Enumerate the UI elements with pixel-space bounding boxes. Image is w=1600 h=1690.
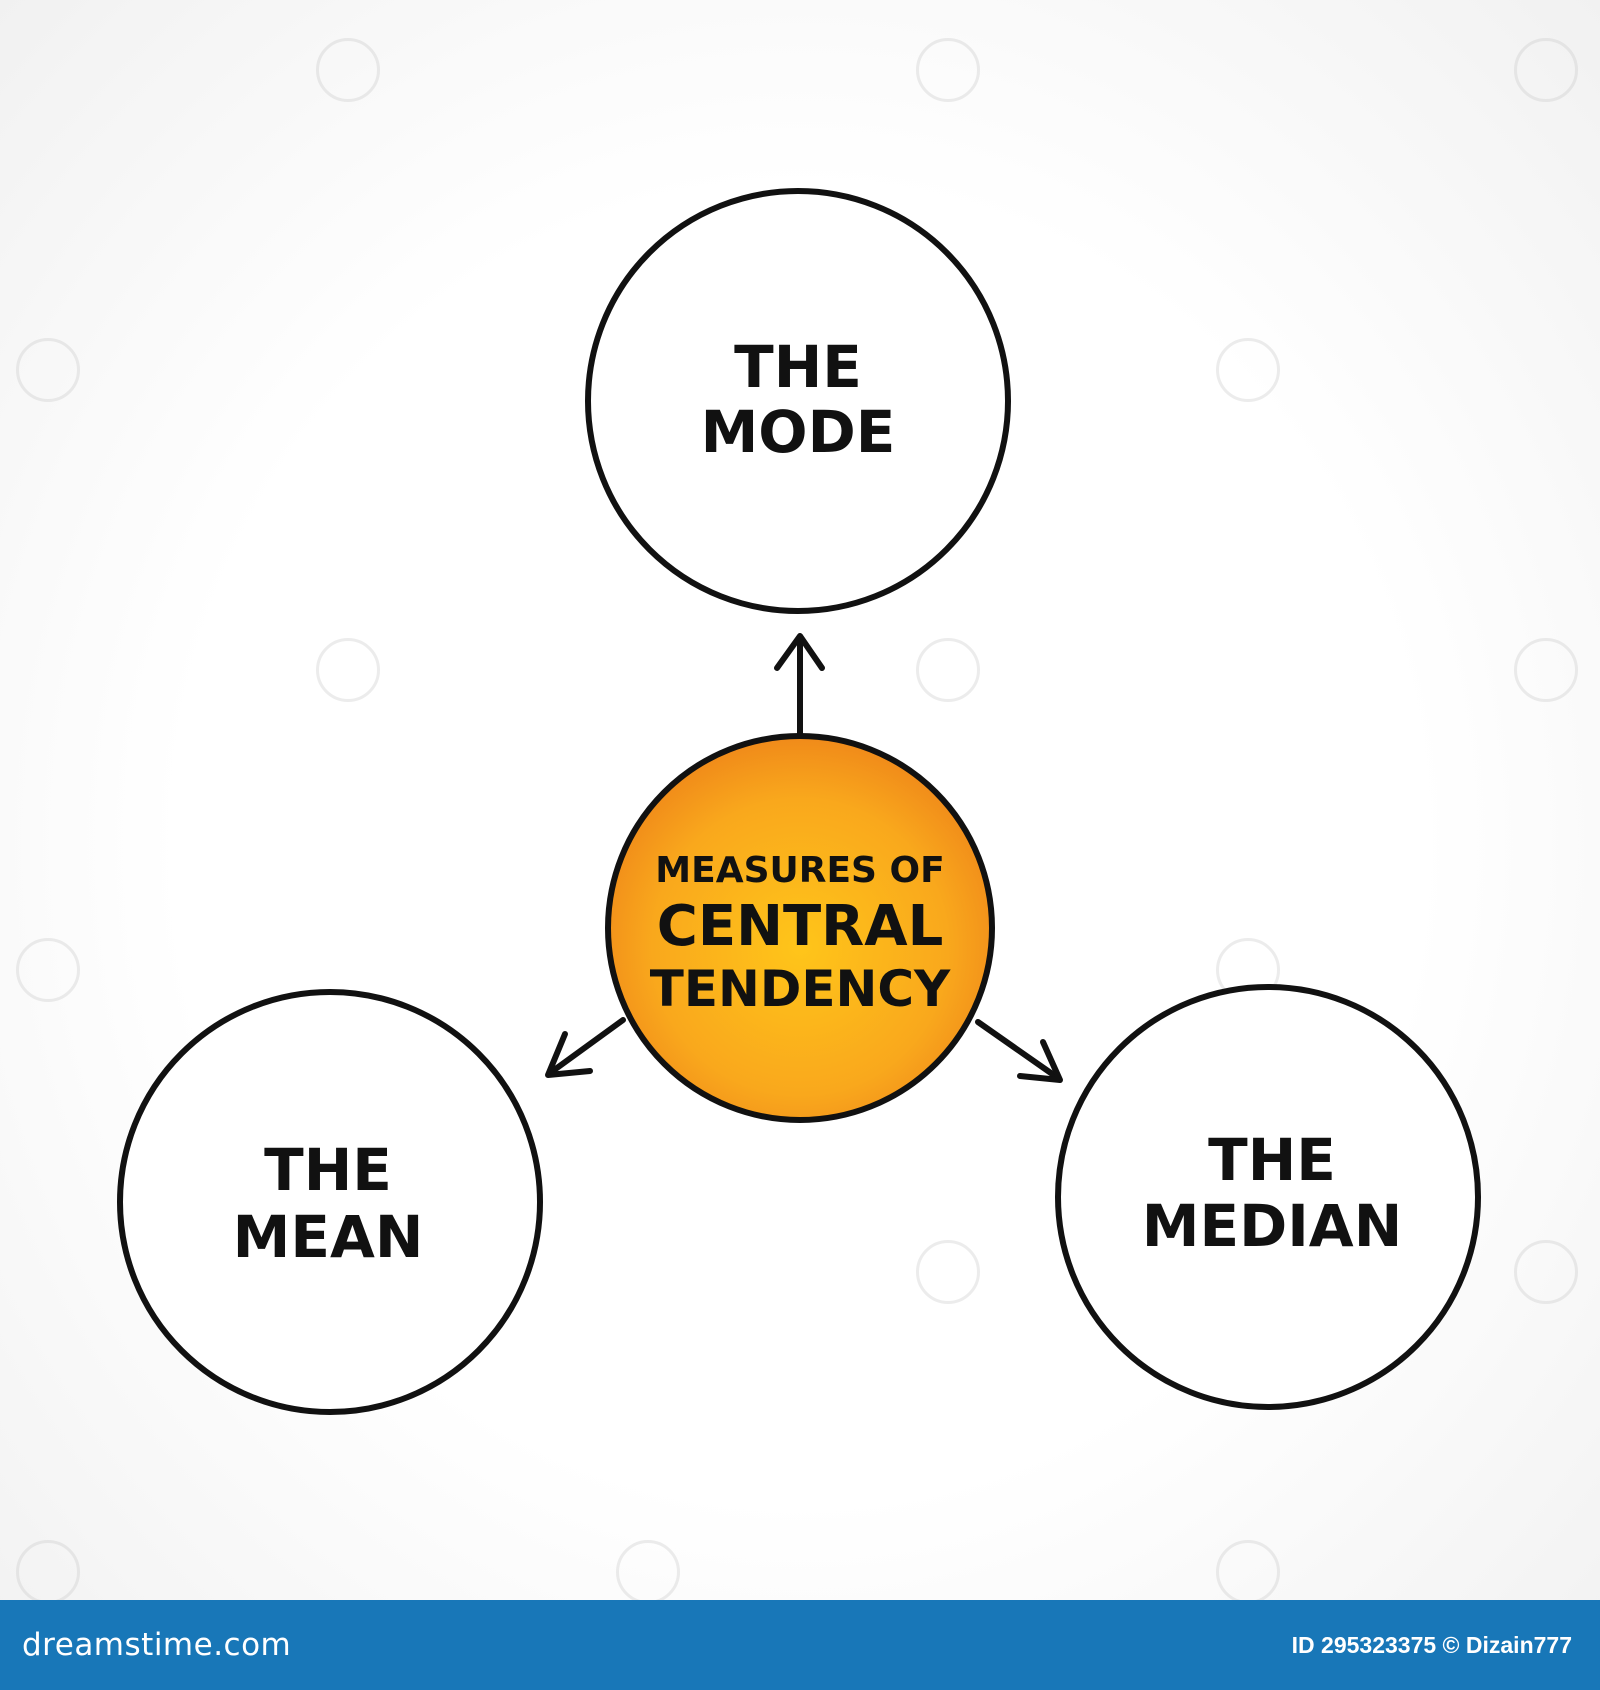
watermark-icon <box>316 638 380 702</box>
center-node: MEASURES OF CENTRAL TENDENCY <box>605 733 995 1123</box>
mind-map: THE MODE THE MEAN THE MEDIAN MEASURES OF… <box>117 188 1481 1415</box>
arrow-to-mode <box>774 633 825 738</box>
center-line3: TENDENCY <box>650 960 951 1018</box>
watermark-icon <box>916 38 980 102</box>
watermark-icon <box>1514 38 1578 102</box>
footer-image-id: ID 295323375 © Dizain777 <box>1291 1631 1572 1658</box>
footer-brand[interactable]: dreamstime.com <box>22 1627 292 1663</box>
node-mean: THE MEAN <box>117 989 543 1415</box>
watermark-icon <box>16 338 80 402</box>
watermark-icon <box>316 38 380 102</box>
footer-bar: dreamstime.com ID 295323375 © Dizain777 <box>0 1600 1600 1690</box>
watermark-icon <box>16 938 80 1002</box>
watermark-icon <box>1514 638 1578 702</box>
node-median: THE MEDIAN <box>1055 984 1481 1410</box>
watermark-icon <box>1514 1240 1578 1304</box>
center-line1: MEASURES OF <box>655 850 944 891</box>
node-mode: THE MODE <box>585 188 1011 614</box>
node-mode-line2: MODE <box>701 398 896 466</box>
node-mode-line1: THE <box>734 333 862 401</box>
watermark-icon <box>916 638 980 702</box>
node-median-line1: THE <box>1208 1126 1336 1194</box>
center-line2: CENTRAL <box>657 894 944 959</box>
arrow-to-median <box>975 1019 1063 1083</box>
node-mean-line1: THE <box>264 1136 392 1204</box>
node-median-line2: MEDIAN <box>1142 1192 1403 1260</box>
watermark-icon <box>1216 338 1280 402</box>
watermark-icon <box>916 1240 980 1304</box>
node-mean-line2: MEAN <box>233 1203 424 1271</box>
arrow-to-mean <box>545 1017 626 1078</box>
